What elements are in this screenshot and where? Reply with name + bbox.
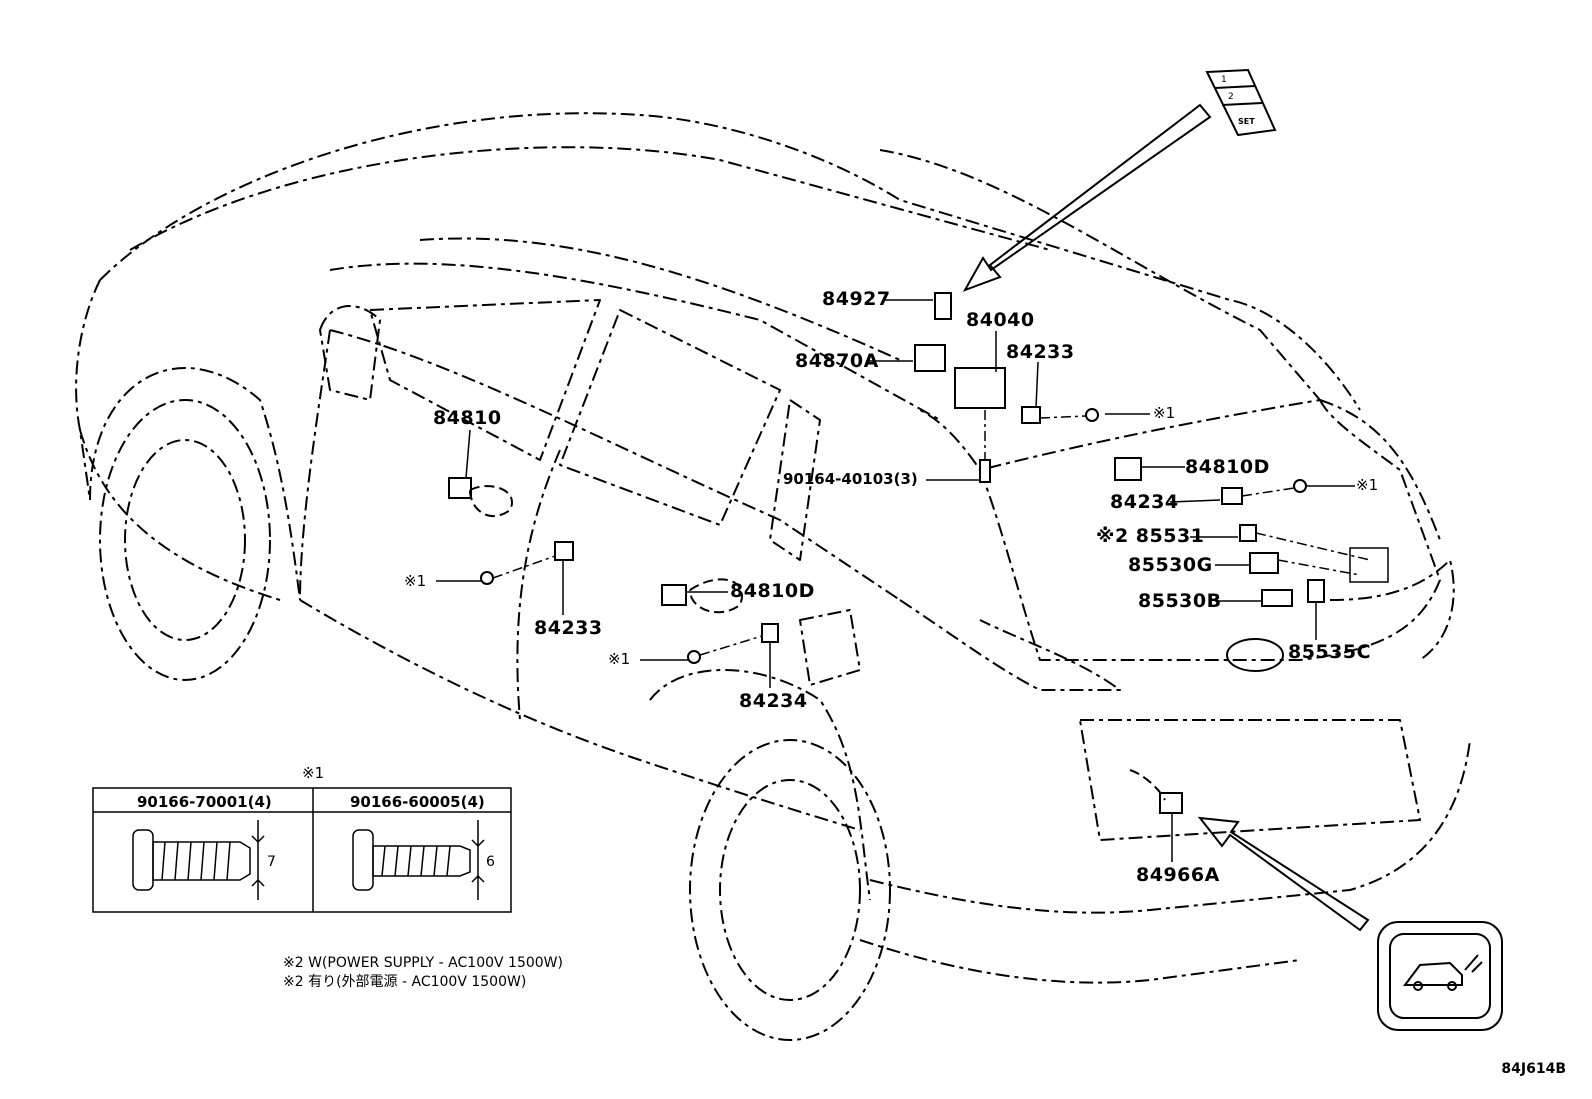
rear-wheel-inner — [719, 779, 861, 1001]
front-hood — [75, 279, 101, 501]
label-85535C: 85535C — [1288, 641, 1372, 663]
arrow-to-hatch-switch — [1197, 816, 1370, 932]
front-wheel — [99, 399, 271, 681]
label-85530B: 85530B — [1138, 590, 1222, 612]
part-84810D-mid — [661, 584, 687, 606]
fuel-door — [799, 609, 861, 686]
bolt-right — [1293, 479, 1307, 493]
part-85535C — [1307, 579, 1325, 603]
rear-door-window — [559, 309, 781, 526]
bolt-drawing-2 — [352, 820, 485, 900]
label-mark1-left: ※1 — [404, 572, 427, 590]
bolt-dim-2: 6 — [486, 854, 495, 870]
part-85531 — [1239, 524, 1257, 542]
label-mark1-top: ※1 — [1153, 404, 1176, 422]
bolt-drawing-1 — [132, 820, 265, 900]
license-area — [1079, 719, 1421, 841]
note-power-supply-jp: ※2 有り(外部電源 - AC100V 1500W) — [283, 974, 527, 990]
arrow-to-console — [962, 103, 1212, 292]
hatch-button-illustration — [1377, 921, 1503, 1031]
side-body — [299, 599, 861, 831]
roof-outline — [99, 112, 1361, 411]
rear-window — [879, 149, 1321, 471]
bolt-col1-header: 90166-70001(4) — [137, 793, 272, 811]
rear-bumper-lower — [859, 939, 1301, 984]
rear-spoiler — [1319, 399, 1441, 541]
label-84810D-right: 84810D — [1185, 456, 1270, 478]
label-84870A: 84870A — [795, 350, 879, 372]
rear-wheel — [689, 739, 891, 1041]
label-mark1-mid: ※1 — [608, 650, 631, 668]
note-power-supply-en: ※2 W(POWER SUPPLY - AC100V 1500W) — [283, 955, 563, 971]
roof-rail-2 — [419, 237, 901, 361]
part-84927 — [934, 292, 952, 320]
label-85531: ※2 85531 — [1096, 525, 1205, 547]
part-84810-left — [448, 477, 472, 499]
side-mirror — [319, 305, 381, 401]
switch-btn-1: 1 — [1221, 75, 1227, 85]
part-84870A — [914, 344, 946, 372]
switch-btn-set: SET — [1238, 117, 1255, 126]
bolt-mid — [687, 650, 701, 664]
part-84234-right — [1221, 487, 1243, 505]
front-wheel-arch — [89, 367, 301, 601]
rear-bumper — [869, 739, 1471, 914]
part-84810D-right — [1114, 457, 1142, 481]
label-84040: 84040 — [966, 309, 1035, 331]
part-shapes — [448, 292, 1325, 814]
bolt-top — [1085, 408, 1099, 422]
part-84233-left — [554, 541, 574, 561]
roof-line-2 — [129, 146, 1051, 251]
belt-line — [329, 329, 901, 601]
label-84966A: 84966A — [1136, 864, 1220, 886]
label-84233-top: 84233 — [1006, 341, 1075, 363]
label-84927: 84927 — [822, 288, 891, 310]
rear-hatch — [979, 399, 1441, 661]
bolt-table — [92, 787, 512, 913]
bolt-dim-1: 7 — [267, 854, 276, 870]
bolt-left — [480, 571, 494, 585]
label-90164: 90164-40103(3) — [783, 470, 918, 488]
label-85530G: 85530G — [1128, 554, 1213, 576]
label-84810: 84810 — [433, 407, 502, 429]
label-84233-left: 84233 — [534, 617, 603, 639]
tail-lamp-left — [899, 599, 1121, 691]
part-85530G — [1249, 552, 1279, 574]
rear-emblem — [1226, 638, 1284, 672]
switch-btn-2: 2 — [1228, 92, 1234, 102]
part-84234-mid — [761, 623, 779, 643]
part-85530B — [1261, 589, 1293, 607]
part-90164 — [979, 459, 991, 483]
label-mark1-right: ※1 — [1356, 476, 1379, 494]
part-84966A — [1159, 792, 1183, 814]
label-84810D-mid: 84810D — [730, 580, 815, 602]
part-84233-top — [1021, 406, 1041, 424]
bolt-table-title: ※1 — [302, 764, 325, 782]
front-wheel-inner — [124, 439, 246, 641]
bolt-col2-header: 90166-60005(4) — [350, 793, 485, 811]
tail-lamp-right — [1329, 559, 1455, 661]
door-line-mid — [516, 449, 561, 721]
door-line-front — [299, 329, 331, 601]
diagram-code: 84J614B — [1501, 1061, 1566, 1077]
front-bumper — [79, 429, 281, 601]
label-84234-right: 84234 — [1110, 491, 1179, 513]
part-84040 — [954, 367, 1006, 409]
hatch-switch-bracket — [1349, 547, 1389, 583]
rear-wheel-arch — [649, 669, 871, 901]
label-84234-mid: 84234 — [739, 690, 808, 712]
switch-panel-illustration — [1205, 68, 1277, 137]
quarter-window — [769, 399, 821, 561]
front-window — [369, 299, 601, 461]
